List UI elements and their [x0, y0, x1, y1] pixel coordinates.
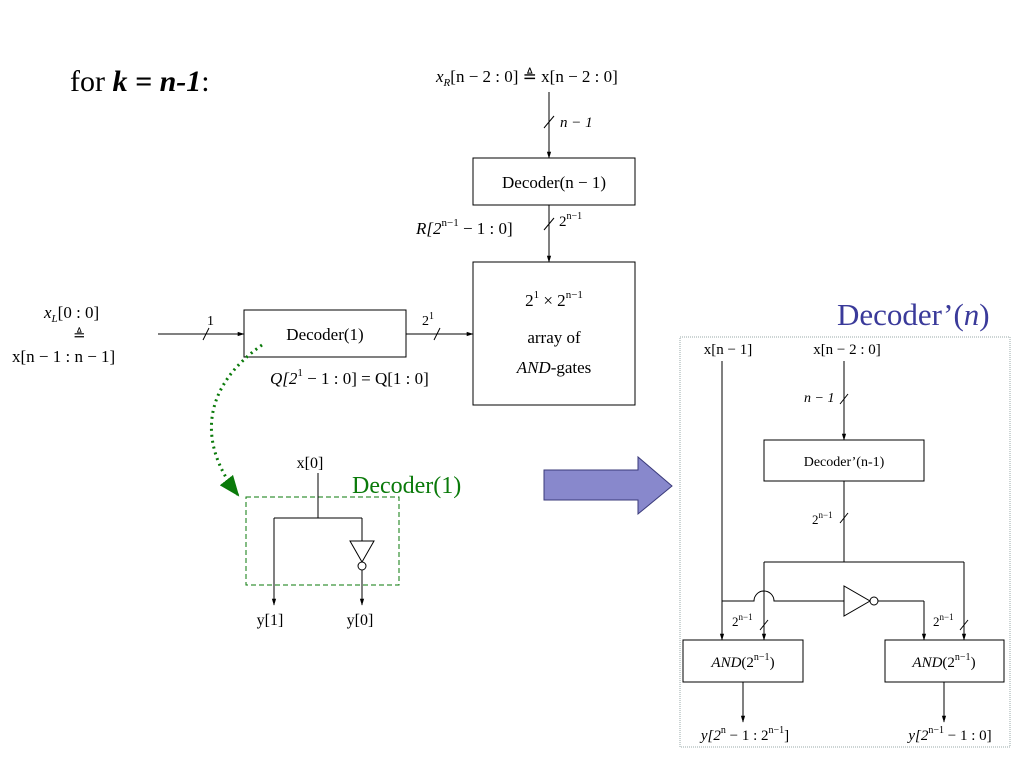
bus-slash	[433, 327, 441, 341]
detail-y0-label: y[0]	[347, 612, 374, 629]
dp-right-bus-label: 2n−1	[933, 612, 954, 629]
dp-and-left-label: AND(2n−1)	[710, 652, 774, 671]
detail-title: Decoder(1)	[352, 473, 461, 499]
dp-out-right-label: y[2n−1 − 1 : 0]	[906, 725, 991, 744]
r-output-label: R[2n−1 − 1 : 0]	[415, 217, 513, 238]
dp-left-bus-label: 2n−1	[732, 612, 753, 629]
dp-inverter-bubble	[869, 596, 879, 606]
decoder-1-out-width: 21	[422, 311, 434, 329]
r-bus-width: 2n−1	[559, 211, 582, 230]
dp-in-msb-label: x[n − 1]	[704, 342, 752, 358]
decoder-1-box	[243, 309, 407, 358]
and-array-line3: AND-gates	[516, 358, 592, 377]
bus-slash	[202, 327, 210, 341]
dp-and-right-label: AND(2n−1)	[911, 652, 975, 671]
left-input-line2: x[n − 1 : n − 1]	[12, 347, 115, 366]
bus-slash	[839, 393, 849, 405]
dp-inverter	[843, 585, 872, 617]
decoder-1-label: Decoder(1)	[286, 325, 363, 344]
dp-bus2-width: 2n−1	[812, 510, 833, 527]
detail-input-label: x[0]	[297, 455, 324, 472]
dp-out-left-label: y[2n − 1 : 2n−1]	[699, 725, 789, 744]
left-input-equiv: ≜	[73, 327, 86, 344]
detail-inverter	[349, 540, 375, 564]
decoder-prime-title: Decoder’(n)	[837, 297, 990, 332]
and-array-line2: array of	[527, 328, 581, 347]
and-array-box	[472, 261, 636, 406]
q-label: Q[21 − 1 : 0] = Q[1 : 0]	[270, 367, 429, 388]
dp-and-left-box	[682, 639, 804, 683]
and-array-line1: 21 × 2n−1	[525, 289, 583, 310]
bus-slash	[759, 619, 769, 631]
bus-slash	[543, 217, 555, 231]
detail-inverter-bubble	[357, 561, 367, 571]
decoder-n-minus-1-label: Decoder(n − 1)	[502, 173, 606, 192]
left-bus-width: 1	[207, 314, 214, 329]
bus-slash	[839, 512, 849, 524]
slide-title: for k = n-1:	[70, 65, 210, 98]
dp-bus-width: n − 1	[804, 391, 834, 406]
dp-inner-decoder-box	[763, 439, 925, 482]
dp-inner-decoder-label: Decoder’(n-1)	[804, 455, 885, 470]
big-right-arrow-icon	[543, 455, 673, 516]
bus-slash	[543, 115, 555, 129]
bus-slash	[959, 619, 969, 631]
detail-dashed-box	[245, 496, 400, 586]
detail-y1-label: y[1]	[257, 612, 284, 629]
expand-dotted-arrow	[209, 343, 263, 497]
dp-in-rest-label: x[n − 2 : 0]	[813, 342, 881, 358]
dp-msb-to-inverter-wire	[722, 590, 844, 602]
top-bus-width: n − 1	[560, 115, 593, 131]
decoder-n-minus-1-box	[472, 157, 636, 206]
decoder-prime-frame	[679, 336, 1011, 748]
left-input-line1: xL[0 : 0]	[43, 303, 99, 325]
top-input-label: xR[n − 2 : 0] ≜ x[n − 2 : 0]	[435, 67, 618, 89]
